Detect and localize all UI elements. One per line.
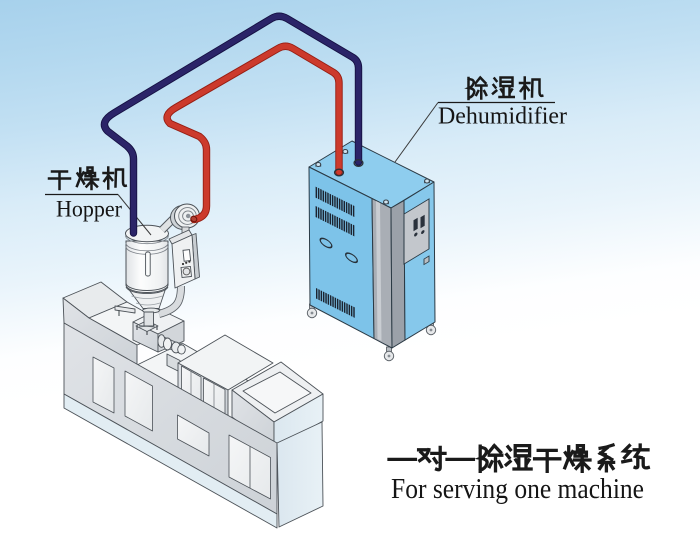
svg-text:Dehumidifier: Dehumidifier [438,104,567,130]
svg-text:Hopper: Hopper [56,197,122,223]
svg-text:For serving one machine: For serving one machine [391,473,644,505]
